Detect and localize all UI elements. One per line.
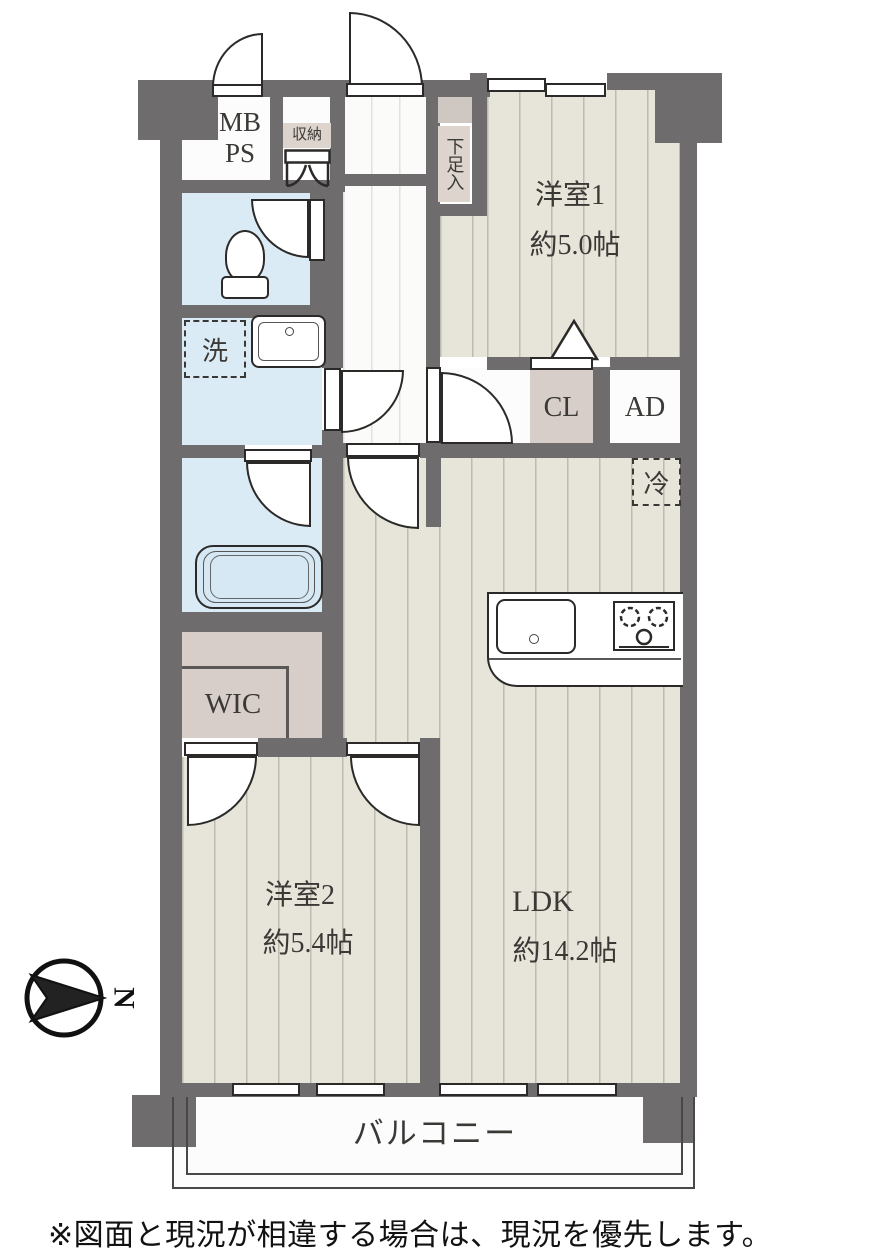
refrigerator-box: 冷	[632, 458, 681, 506]
toilet-bowl	[225, 230, 265, 282]
wall-bottom-left-corner	[132, 1095, 196, 1147]
kitchen-faucet	[529, 634, 539, 644]
wic-divider-h	[182, 666, 288, 669]
compass: N	[24, 958, 141, 1038]
washroom-door	[324, 368, 341, 431]
wall-room2-top	[258, 738, 347, 757]
room2-size: 約5.4帖	[262, 927, 354, 959]
wall-storage-right	[330, 97, 345, 192]
washer-label: 洗	[201, 336, 228, 366]
hallway-floor	[343, 97, 426, 443]
wall-bath-right	[322, 445, 343, 632]
wall-right	[680, 73, 697, 1097]
bathtub-inner	[203, 551, 315, 603]
room1-size: 約5.0帖	[529, 229, 621, 261]
vanity-faucet	[285, 327, 294, 336]
wall-bath-bottom	[182, 612, 343, 632]
wall-ldk-top	[420, 443, 697, 458]
hall-ldk-door	[346, 443, 420, 457]
wall-room1-bottom-right	[610, 357, 680, 370]
mbps-door	[212, 84, 263, 97]
entrance-door	[346, 83, 424, 97]
wall-mbps-right	[270, 97, 283, 180]
wall-room1-bottom-left	[487, 357, 530, 370]
air-duct-floor	[610, 370, 680, 443]
mbps-label: MB PS	[218, 106, 262, 168]
refrigerator-label: 冷	[643, 469, 670, 499]
room1-door	[426, 367, 441, 443]
wic-divider-v	[286, 666, 289, 738]
wic-floor	[182, 632, 322, 738]
shoe-cabinet-label: 下足入	[438, 126, 470, 202]
closet-cl-triangle-icon	[548, 318, 600, 361]
washer-box: 洗	[184, 320, 246, 378]
wall-balcony-right-block	[643, 1097, 695, 1143]
wall-wic-right	[322, 632, 343, 740]
kitchen-counter-line	[489, 658, 681, 660]
balcony-rail-outer	[172, 1097, 695, 1189]
disclaimer-text: ※図面と現況が相違する場合は、現況を優先します。	[48, 1219, 773, 1252]
ldk-size: 約14.2帖	[512, 935, 618, 967]
wall-shoebox-bottom	[440, 204, 487, 216]
wic-label: WIC	[204, 688, 262, 721]
bathroom-door	[244, 449, 312, 462]
toilet-tank	[221, 276, 269, 299]
wall-toilet-bottom	[182, 305, 322, 318]
room1-name: 洋室1	[534, 179, 605, 211]
wic-door	[184, 742, 258, 756]
window-room1-top-a	[487, 78, 546, 92]
entrance-door-swing	[349, 12, 423, 88]
compass-n-label: N	[108, 987, 141, 1009]
air-duct-label: AD	[624, 391, 666, 423]
kitchen-sink	[496, 599, 576, 654]
western-room1-floor-arm	[440, 216, 487, 357]
wall-shoebox-right	[472, 97, 487, 204]
closet-cl-bar	[530, 357, 593, 370]
wall-washbath-b	[312, 445, 322, 458]
bathtub-inner2	[210, 555, 309, 599]
room2-name: 洋室2	[264, 879, 335, 911]
shoe-cabinet-top	[438, 97, 472, 123]
compass-arrow-icon	[28, 973, 108, 1023]
western-room1-floor	[487, 90, 680, 357]
wall-hall-right	[426, 97, 440, 368]
mbps-door-swing	[212, 33, 263, 87]
wall-washbath-a	[182, 445, 245, 458]
window-room2-balcony-b	[316, 1083, 385, 1096]
storage-top-floor	[283, 97, 330, 123]
genkan-step	[345, 174, 426, 186]
wall-room2-ldk	[420, 738, 440, 1083]
toilet-door	[309, 199, 325, 261]
storage-label: 収納	[283, 123, 331, 148]
storage-folding-door-icon	[284, 149, 331, 188]
closet-cl-label: CL	[543, 391, 580, 423]
wall-top-a	[138, 80, 490, 97]
ldk-name: LDK	[512, 884, 574, 918]
closet-cl-floor	[530, 370, 593, 443]
window-ldk-balcony-b	[537, 1083, 617, 1096]
window-room1-top-b	[545, 83, 606, 97]
window-room2-balcony-a	[232, 1083, 300, 1096]
wall-left	[160, 140, 182, 1097]
vanity-sink-basin	[258, 322, 319, 361]
room2-door	[346, 742, 420, 756]
wall-mbps-bottom	[160, 180, 312, 193]
wall-kitchen-stub	[426, 455, 441, 527]
storage-label-text: 収納	[291, 126, 322, 143]
wall-top-b	[470, 73, 487, 90]
stove-burners-icon	[619, 606, 669, 648]
window-ldk-balcony-a	[439, 1083, 528, 1096]
wall-cl-ad-divider	[593, 367, 610, 443]
balcony-rail-inner	[186, 1097, 683, 1175]
balcony-label: バルコニー	[352, 1116, 518, 1152]
wall-hall-left	[322, 190, 343, 368]
